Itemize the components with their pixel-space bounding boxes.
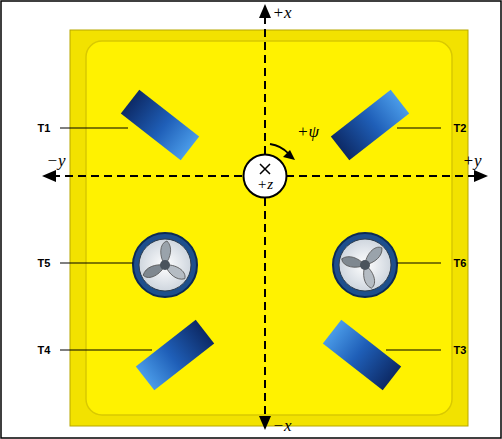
axis-label: +ψ [297, 123, 319, 140]
rov-body [70, 30, 468, 426]
thruster-t1 [121, 90, 199, 160]
axis-label: −x [272, 417, 291, 434]
axis-label: −y [46, 152, 65, 169]
thruster-label: T2 [454, 123, 467, 134]
rov-deck [86, 41, 452, 415]
axis-arrowheads [42, 4, 488, 430]
thruster-t4 [136, 320, 214, 390]
body-origin-circle: +z [242, 153, 288, 199]
axis-label: +y [462, 152, 481, 169]
thruster-label: T5 [38, 258, 51, 269]
thruster-label: T6 [454, 258, 467, 269]
thruster-label: T4 [38, 345, 51, 356]
leader-lines [60, 128, 441, 350]
thruster-t3 [323, 320, 401, 390]
propeller-t6 [333, 233, 397, 297]
propeller-t5 [133, 233, 197, 297]
axes [52, 16, 478, 418]
axis-label: +x [272, 4, 291, 21]
thruster-t2 [331, 90, 409, 160]
thruster-label: T1 [38, 123, 51, 134]
thruster-label: T3 [454, 345, 467, 356]
axis-label: +z [242, 153, 288, 192]
